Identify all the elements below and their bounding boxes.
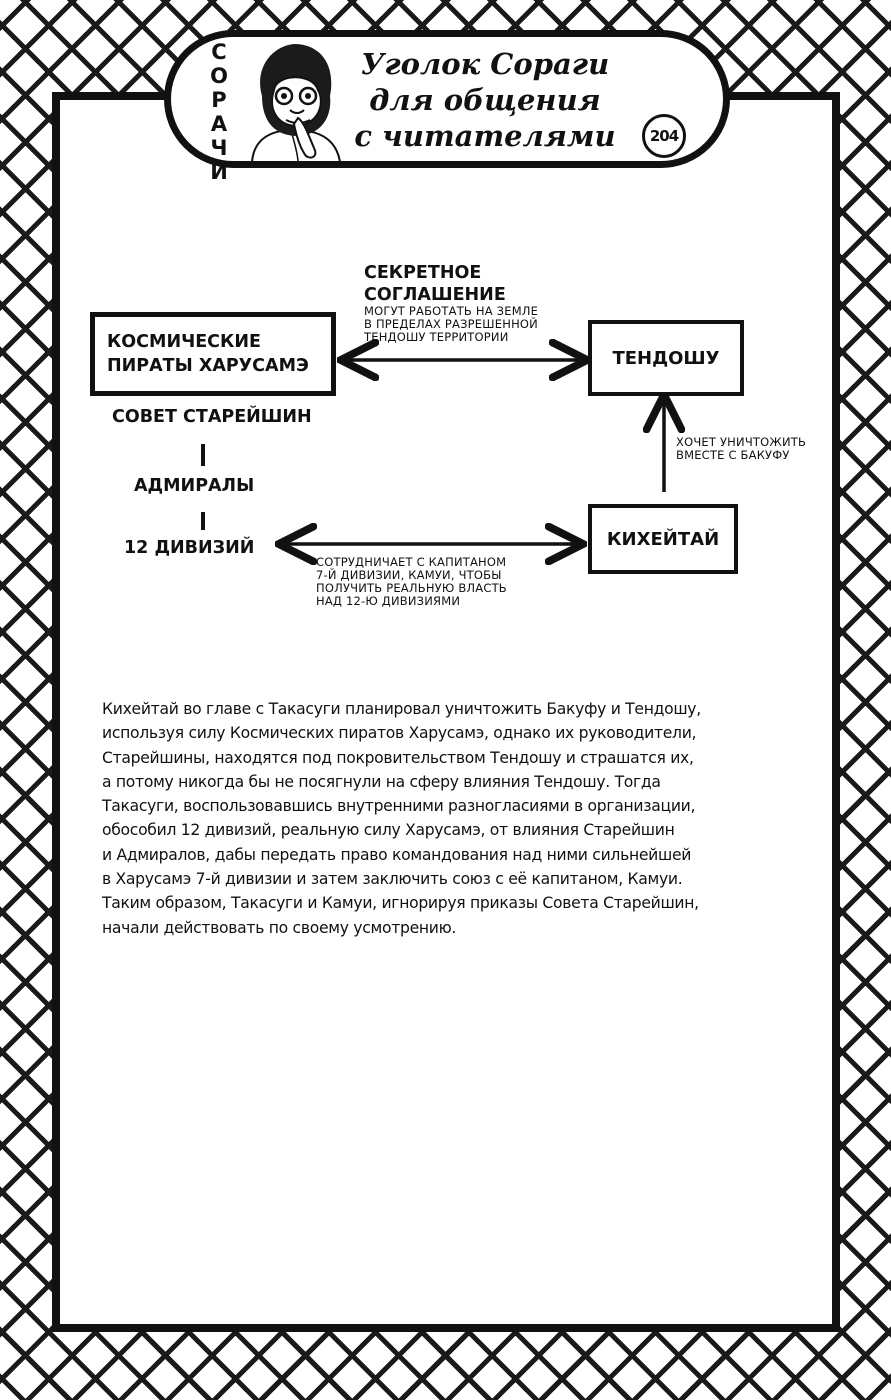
node-kiheitai: КИХЕЙТАЙ <box>588 504 738 574</box>
hierarchy-12-divisions: 12 ДИВИЗИЙ <box>124 538 254 558</box>
node-label: ТЕНДОШУ <box>612 348 719 369</box>
node-label: КОСМИЧЕСКИЕ ПИРАТЫ ХАРУСАМЭ <box>107 330 309 378</box>
hierarchy-elders-council: СОВЕТ СТАРЕЙШИН <box>112 407 312 427</box>
explanation-paragraph: Кихейтай во главе с Такасуги планировал … <box>102 697 792 940</box>
destroy-note: ХОЧЕТ УНИЧТОЖИТЬ ВМЕСТЕ С БАКУФУ <box>676 436 806 462</box>
paragraph-line: начали действовать по своему усмотрению. <box>102 916 792 940</box>
hierarchy-admirals: АДМИРАЛЫ <box>134 476 254 496</box>
paragraph-line: используя силу Космических пиратов Харус… <box>102 721 792 745</box>
paragraph-line: а потому никогда бы не посягнули на сфер… <box>102 770 792 794</box>
secret-agreement-note: МОГУТ РАБОТАТЬ НА ЗЕМЛЕ В ПРЕДЕЛАХ РАЗРЕ… <box>364 305 538 344</box>
cooperate-note: СОТРУДНИЧАЕТ С КАПИТАНОМ 7-Й ДИВИЗИИ, КА… <box>316 556 507 608</box>
paragraph-line: в Харусамэ 7-й дивизии и затем заключить… <box>102 867 792 891</box>
paragraph-line: и Адмиралов, дабы передать право командо… <box>102 843 792 867</box>
node-label: КИХЕЙТАЙ <box>607 529 719 550</box>
paragraph-line: Таким образом, Такасуги и Камуи, игнорир… <box>102 891 792 915</box>
node-tendoshu: ТЕНДОШУ <box>588 320 744 396</box>
node-harusame-pirates: КОСМИЧЕСКИЕ ПИРАТЫ ХАРУСАМЭ <box>90 312 336 396</box>
paragraph-line: Кихейтай во главе с Такасуги планировал … <box>102 697 792 721</box>
paragraph-line: Старейшины, находятся под покровительств… <box>102 746 792 770</box>
paragraph-line: Такасуги, воспользовавшись внутренними р… <box>102 794 792 818</box>
paragraph-line: обособил 12 дивизий, реальную силу Харус… <box>102 818 792 842</box>
secret-agreement-title: СЕКРЕТНОЕ СОГЛАШЕНИЕ <box>364 262 506 306</box>
